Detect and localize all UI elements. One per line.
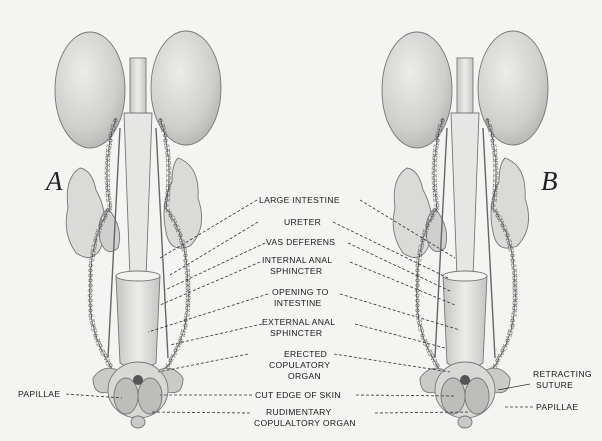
label-internal-anal-1: INTERNAL ANAL	[262, 255, 332, 265]
label-rudimentary-1: RUDIMENTARY	[266, 407, 332, 417]
label-papillae-left: PAPILLAE	[18, 389, 60, 399]
label-internal-anal-2: SPHINCTER	[270, 266, 322, 276]
label-erected-2: COPULATORY	[269, 360, 330, 370]
label-cut-edge: CUT EDGE OF SKIN	[255, 390, 341, 400]
specimen-a	[55, 31, 221, 428]
panel-letter-a: A	[44, 166, 63, 196]
label-external-anal-1: EXTERNAL ANAL	[262, 317, 335, 327]
label-vas-deferens: VAS DEFERENS	[266, 237, 335, 247]
label-erected-3: ORGAN	[288, 371, 321, 381]
label-retracting-1: RETRACTING	[533, 369, 592, 379]
label-papillae-right: PAPILLAE	[536, 402, 578, 412]
label-rudimentary-2: COPULALTORY ORGAN	[254, 418, 356, 428]
label-large-intestine: LARGE INTESTINE	[259, 195, 340, 205]
label-retracting-2: SUTURE	[536, 380, 573, 390]
label-external-anal-2: SPHINCTER	[270, 328, 322, 338]
label-erected-1: ERECTED	[284, 349, 327, 359]
specimen-b	[382, 31, 548, 428]
label-opening-1: OPENING TO	[272, 287, 329, 297]
label-ureter: URETER	[284, 217, 321, 227]
panel-letter-b: B	[541, 166, 558, 196]
label-opening-2: INTESTINE	[274, 298, 322, 308]
